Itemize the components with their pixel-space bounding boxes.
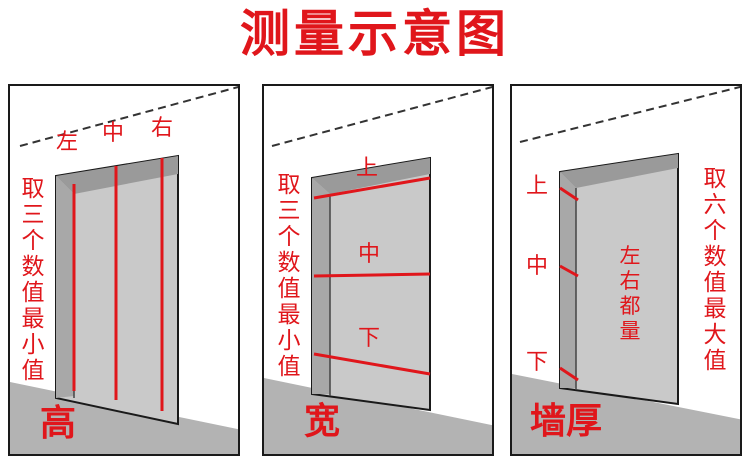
height-diagram	[10, 86, 238, 454]
label-top: 上	[526, 174, 549, 199]
door-jamb	[56, 176, 74, 398]
measure-tick-bottom	[559, 366, 579, 382]
measure-line-top	[313, 176, 431, 200]
inner-note: 左右都量	[619, 244, 641, 343]
label-middle: 中	[526, 254, 549, 279]
note-wall-thickness: 取六个数值最大值	[703, 166, 727, 374]
label-top: 上	[356, 156, 379, 181]
door-jamb	[560, 172, 576, 388]
floor	[512, 374, 740, 454]
label-left: 左	[56, 130, 79, 155]
label-bottom: 下	[526, 350, 549, 375]
measure-line-bottom	[313, 352, 431, 376]
measure-line-middle	[313, 272, 431, 278]
page-title: 测量示意图	[240, 5, 510, 63]
ceiling-dashed-line	[19, 86, 238, 147]
label-middle: 中	[358, 242, 381, 267]
door-lintel	[312, 158, 430, 194]
note-width: 取三个数值最小值	[277, 172, 301, 380]
ceiling-dashed-line	[519, 86, 740, 143]
footer-height: 高	[40, 403, 77, 444]
panel-wall-thickness: 上 中 下 左右都量 取六个数值最大值 墙厚	[510, 84, 742, 456]
label-middle: 中	[102, 121, 125, 146]
measure-tick-top	[559, 186, 579, 202]
width-diagram	[264, 86, 492, 454]
panel-width: 上 中 下 取三个数值最小值 宽	[262, 84, 494, 456]
door-jamb	[312, 178, 330, 394]
footer-wall-thickness: 墙厚	[530, 401, 603, 442]
wall-thickness-diagram	[512, 86, 740, 454]
ceiling-dashed-line	[271, 86, 492, 147]
measure-tick-middle	[559, 264, 579, 278]
note-height: 取三个数值最小值	[21, 176, 45, 384]
label-right: 右	[151, 116, 174, 141]
door-lintel	[560, 154, 678, 188]
floor	[264, 378, 492, 454]
label-bottom: 下	[358, 326, 381, 351]
panel-height: 左 中 右 取三个数值最小值 高	[8, 84, 240, 456]
footer-width: 宽	[304, 401, 341, 442]
